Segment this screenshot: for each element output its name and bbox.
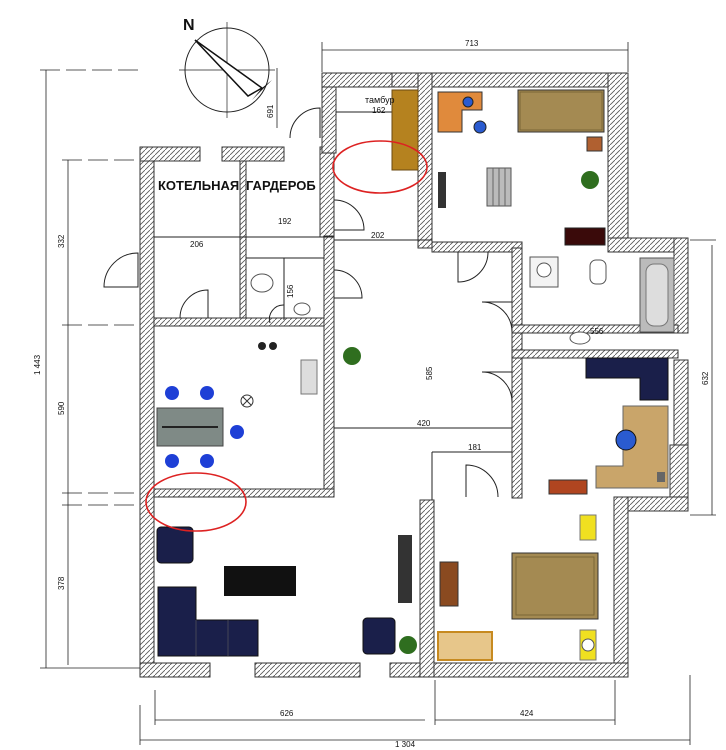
svg-text:N: N — [183, 17, 195, 34]
dim-bottom-total: 1 304 — [395, 740, 416, 749]
dim-hall-width: 202 — [371, 231, 385, 240]
meeting-room — [156, 342, 318, 468]
bedroom-top — [437, 89, 606, 246]
highlight-ellipses — [145, 140, 428, 532]
room-label-vestibule: тамбур — [365, 95, 394, 105]
vestibule-cabinet — [391, 89, 419, 171]
dim-top-width: 713 — [465, 39, 479, 48]
dim-right-total: 632 — [701, 371, 710, 385]
dim-corridor-height: 585 — [425, 366, 434, 380]
dim-left-bottom: 378 — [57, 576, 66, 590]
room-label-wardrobe: ГАРДЕРОБ — [246, 178, 316, 193]
walls — [139, 72, 689, 678]
living-room — [156, 347, 417, 657]
north-arrow-icon: N — [179, 17, 275, 118]
room-label-boiler: КОТЕЛЬНАЯ — [158, 178, 239, 193]
bedroom-bottom — [437, 514, 599, 661]
dimension-lines — [40, 42, 716, 745]
dim-boiler-width: 206 — [190, 240, 204, 249]
dim-closet-width: 181 — [468, 443, 482, 452]
dim-bottom-left: 626 — [280, 709, 294, 718]
dim-vestibule-width: 162 — [372, 106, 386, 115]
dim-left-mid: 590 — [57, 401, 66, 415]
doors — [103, 107, 513, 498]
partition-lines — [154, 111, 512, 500]
dim-left-top: 332 — [57, 234, 66, 248]
dim-wardrobe-width: 192 — [278, 217, 292, 226]
dim-bath-width: 556 — [590, 327, 604, 336]
dim-corridor-width: 420 — [417, 419, 431, 428]
office — [548, 357, 669, 495]
dim-wc-width: 156 — [286, 284, 295, 298]
dim-left-total: 1 443 — [33, 354, 42, 375]
dim-bottom-right: 424 — [520, 709, 534, 718]
wc — [250, 273, 311, 316]
bathroom — [529, 256, 675, 345]
dim-entry-depth: 691 — [266, 104, 275, 118]
